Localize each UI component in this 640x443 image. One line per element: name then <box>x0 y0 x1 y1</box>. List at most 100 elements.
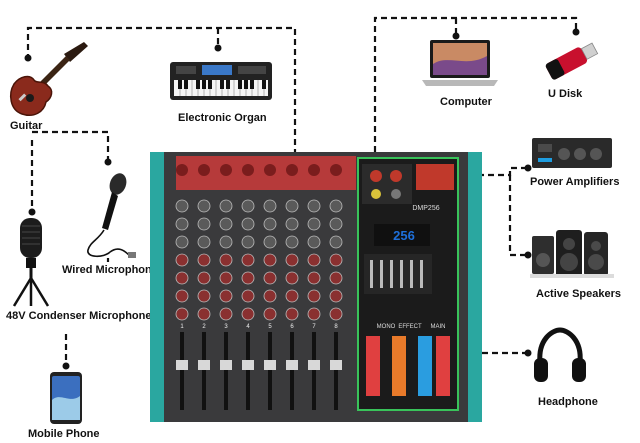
channel-knob[interactable] <box>329 271 343 285</box>
channel-knob[interactable] <box>197 235 211 249</box>
channel-knob[interactable] <box>241 307 255 321</box>
channel-input-jack[interactable] <box>286 164 298 176</box>
channel-knob[interactable] <box>175 199 189 213</box>
fader-track <box>312 332 316 410</box>
channel-knob[interactable] <box>263 271 277 285</box>
channel-knob[interactable] <box>219 289 233 303</box>
fader-cap[interactable] <box>220 360 232 370</box>
u-disk-label: U Disk <box>548 88 583 100</box>
channel-input-jack[interactable] <box>264 164 276 176</box>
channel-knob[interactable] <box>329 307 343 321</box>
section-label-main: MAIN <box>431 324 446 330</box>
electronic-organ-icon <box>170 62 272 100</box>
channel-knob[interactable] <box>263 217 277 231</box>
fader-cap[interactable] <box>176 360 188 370</box>
channel-knob[interactable] <box>307 235 321 249</box>
channel-knob[interactable] <box>285 289 299 303</box>
channel-knob[interactable] <box>197 217 211 231</box>
fader-cap[interactable] <box>198 360 210 370</box>
channel-knob[interactable] <box>241 235 255 249</box>
channel-knob[interactable] <box>197 271 211 285</box>
electronic-organ-label: Electronic Organ <box>178 112 267 124</box>
fader-cap[interactable] <box>286 360 298 370</box>
fader-cap[interactable] <box>330 360 342 370</box>
fader-cap[interactable] <box>242 360 254 370</box>
channel-strips <box>175 164 343 410</box>
channel-knob[interactable] <box>263 235 277 249</box>
channel-knob[interactable] <box>285 217 299 231</box>
fader-track <box>268 332 272 410</box>
channel-number: 4 <box>246 324 250 330</box>
channel-knob[interactable] <box>219 253 233 267</box>
channel-knob[interactable] <box>329 217 343 231</box>
channel-knob[interactable] <box>197 289 211 303</box>
headphone-label: Headphone <box>538 396 598 408</box>
channel-knob[interactable] <box>285 199 299 213</box>
channel-knob[interactable] <box>219 271 233 285</box>
channel-knob[interactable] <box>285 235 299 249</box>
channel-knob[interactable] <box>241 289 255 303</box>
channel-input-jack[interactable] <box>220 164 232 176</box>
channel-knob[interactable] <box>175 235 189 249</box>
channel-knob[interactable] <box>307 307 321 321</box>
channel-knob[interactable] <box>285 253 299 267</box>
channel-knob[interactable] <box>219 235 233 249</box>
channel-input-jack[interactable] <box>308 164 320 176</box>
channel-knob[interactable] <box>263 199 277 213</box>
mixer-left-side-panel <box>150 152 164 422</box>
channel-knob[interactable] <box>329 199 343 213</box>
channel-knob[interactable] <box>329 253 343 267</box>
channel-knob[interactable] <box>285 307 299 321</box>
channel-knob[interactable] <box>175 217 189 231</box>
mobile-phone-icon <box>50 372 82 424</box>
channel-knob[interactable] <box>329 235 343 249</box>
channel-knob[interactable] <box>241 271 255 285</box>
channel-knob[interactable] <box>175 271 189 285</box>
channel-knob[interactable] <box>307 289 321 303</box>
channel-knob[interactable] <box>197 199 211 213</box>
master-fader-4 <box>436 336 450 396</box>
channel-knob[interactable] <box>197 253 211 267</box>
channel-input-jack[interactable] <box>330 164 342 176</box>
channel-knob[interactable] <box>263 253 277 267</box>
channel-knob[interactable] <box>263 307 277 321</box>
channel-input-jack[interactable] <box>198 164 210 176</box>
channel-knob[interactable] <box>219 217 233 231</box>
computer-icon <box>422 40 498 86</box>
channel-knob[interactable] <box>175 289 189 303</box>
channel-knob[interactable] <box>241 199 255 213</box>
condenser-microphone-label: 48V Condenser Microphone <box>6 310 152 322</box>
channel-number: 3 <box>224 324 228 330</box>
channel-knob[interactable] <box>241 253 255 267</box>
channel-number: 5 <box>268 324 272 330</box>
channel-knob[interactable] <box>241 217 255 231</box>
channel-knob[interactable] <box>307 253 321 267</box>
channel-knob[interactable] <box>307 271 321 285</box>
effect-display-value: 256 <box>393 228 415 243</box>
fader-cap[interactable] <box>308 360 320 370</box>
io-jack-panel <box>362 164 412 204</box>
channel-knob[interactable] <box>307 217 321 231</box>
channel-knob[interactable] <box>307 199 321 213</box>
channel-knob[interactable] <box>175 307 189 321</box>
channel-knob[interactable] <box>263 289 277 303</box>
active-speakers-label: Active Speakers <box>536 288 621 300</box>
power-amplifiers-label: Power Amplifiers <box>530 176 620 188</box>
headphone-icon <box>534 327 586 382</box>
master-fader-1 <box>366 336 380 396</box>
fader-track <box>246 332 250 410</box>
channel-knob[interactable] <box>219 199 233 213</box>
channel-knob[interactable] <box>329 289 343 303</box>
channel-input-jack[interactable] <box>242 164 254 176</box>
fader-cap[interactable] <box>264 360 276 370</box>
channel-knob[interactable] <box>285 271 299 285</box>
channel-knob[interactable] <box>197 307 211 321</box>
mixer-model-label: DMP256 <box>412 205 439 212</box>
channel-knob[interactable] <box>219 307 233 321</box>
fader-track <box>290 332 294 410</box>
channel-knob[interactable] <box>175 253 189 267</box>
channel-number: 1 <box>180 324 184 330</box>
channel-input-jack[interactable] <box>176 164 188 176</box>
